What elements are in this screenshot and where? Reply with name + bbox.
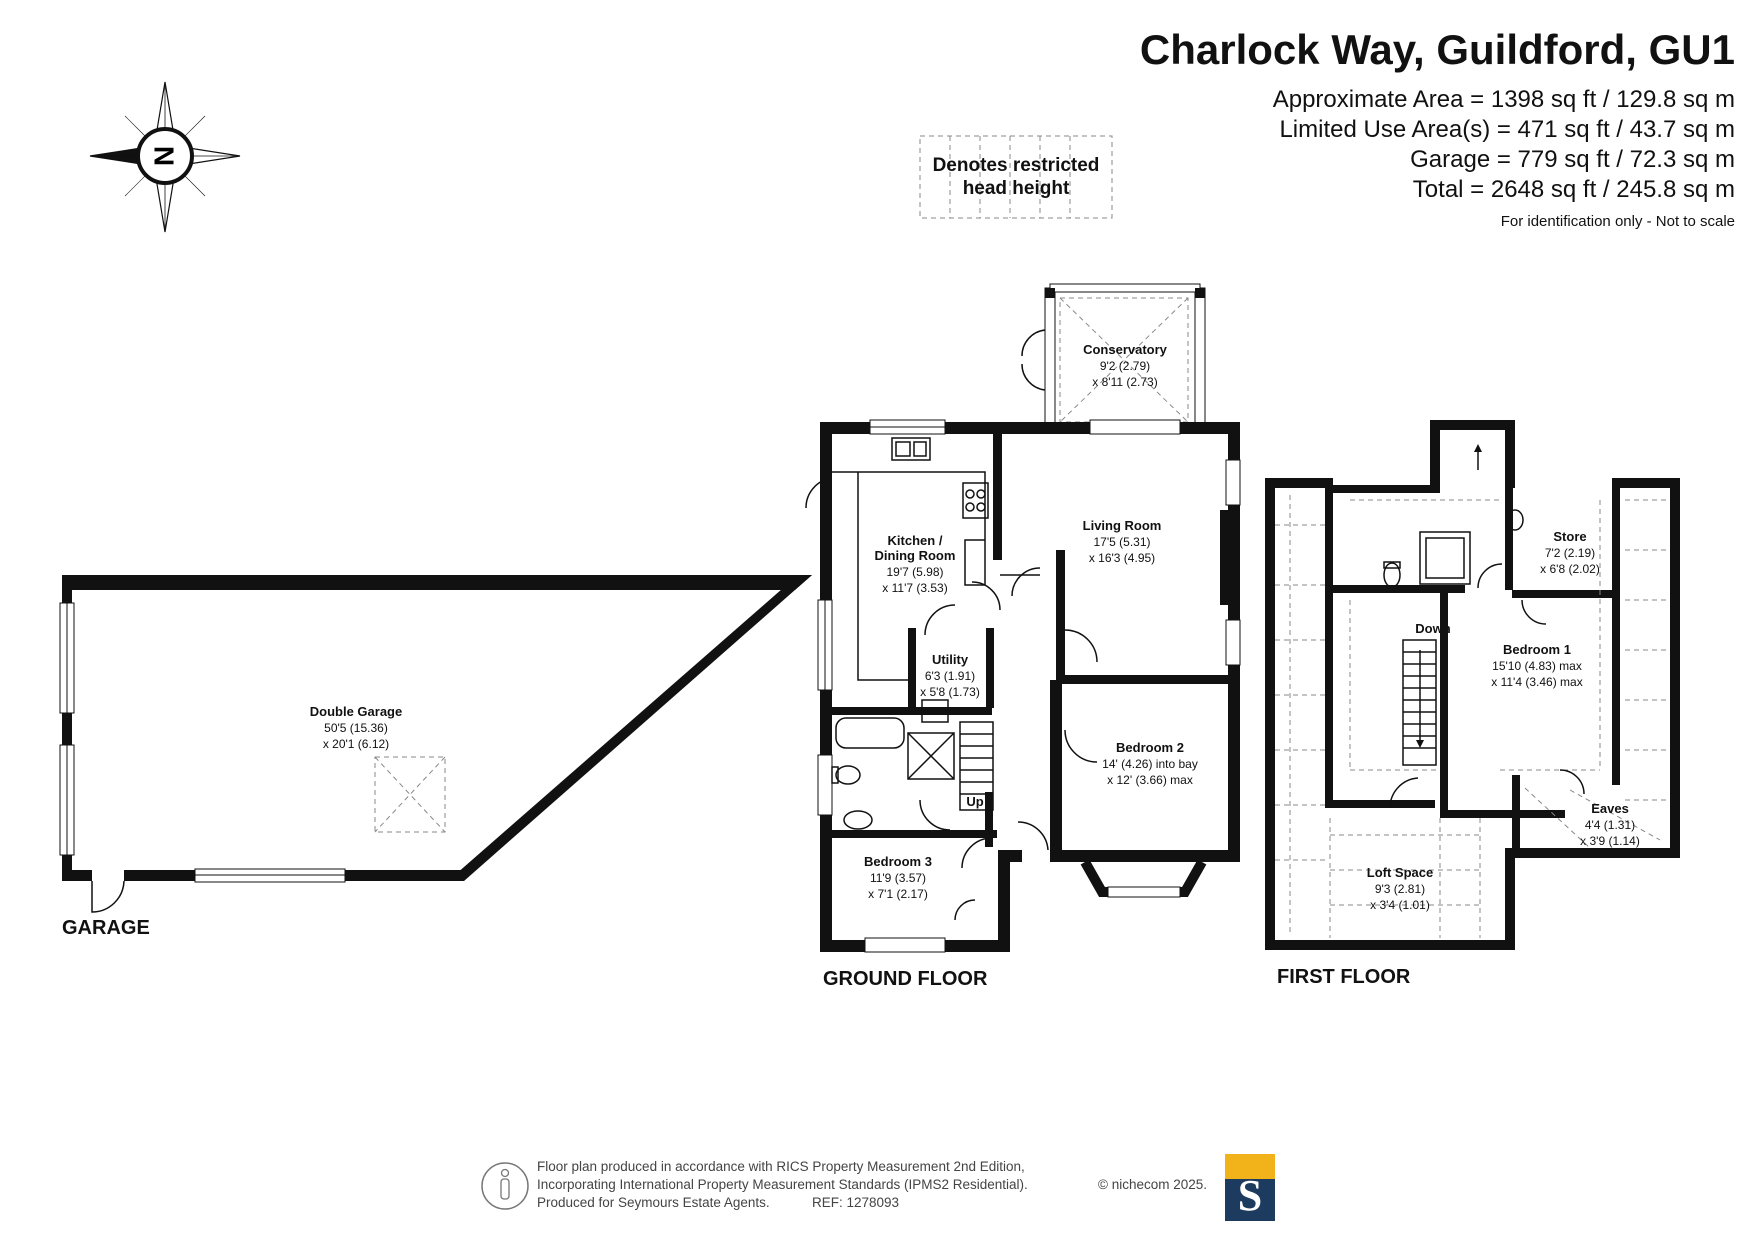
compass-north-letter: N [148,146,179,166]
ground-floor-plan: Conservatory 9'2 (2.79) x 8'11 (2.73) [805,283,1241,990]
restricted-height-legend: Denotes restricted head height [919,135,1113,219]
room-bedroom1-title: Bedroom 1 [1503,642,1571,657]
footer-line-1: Floor plan produced in accordance with R… [537,1159,1025,1174]
stairs-down-label: Down [1415,621,1450,636]
ipms-person-icon [481,1162,529,1210]
seymours-logo-letter: S [1238,1171,1262,1220]
footer-line-3b: REF: 1278093 [812,1195,899,1210]
floor-label-first: FIRST FLOOR [1277,966,1411,988]
room-bedroom3-dim2: x 7'1 (2.17) [868,887,928,901]
disclaimer: For identification only - Not to scale [1501,213,1735,230]
room-bedroom2-dim1: 14' (4.26) into bay [1102,757,1198,771]
room-living-title: Living Room [1083,518,1162,533]
footer-line-2: Incorporating International Property Mea… [537,1177,1028,1192]
floor-label-garage: GARAGE [62,917,150,939]
room-conservatory-dim2: x 8'11 (2.73) [1092,375,1157,389]
room-kitchen-dim1: 19'7 (5.98) [887,565,944,579]
room-bedroom3-dim1: 11'9 (3.57) [870,871,926,885]
seymours-logo: S [1225,1154,1275,1221]
legend-line-1: Denotes restricted [933,155,1100,176]
room-double-garage-dim2: x 20'1 (6.12) [323,737,389,751]
room-loft-title: Loft Space [1367,865,1433,880]
room-double-garage-dim1: 50'5 (15.36) [324,721,388,735]
room-bedroom1-dim2: x 11'4 (3.46) max [1491,675,1582,689]
room-eaves-dim2: x 3'9 (1.14) [1580,834,1640,848]
footer-copyright: © nichecom 2025. [1098,1177,1207,1192]
room-kitchen-title-2: Dining Room [875,548,956,563]
room-living-dim1: 17'5 (5.31) [1094,535,1151,549]
room-conservatory-title: Conservatory [1083,342,1168,357]
garage-area: Garage = 779 sq ft / 72.3 sq m [1410,146,1735,173]
room-utility-dim1: 6'3 (1.91) [925,669,975,683]
legend-line-2: head height [963,178,1070,199]
room-bedroom2-dim2: x 12' (3.66) max [1107,773,1193,787]
room-bedroom2-title: Bedroom 2 [1116,740,1184,755]
stairs-up-label: Up [966,794,983,809]
approx-area: Approximate Area = 1398 sq ft / 129.8 sq… [1273,86,1735,113]
room-kitchen-dim2: x 11'7 (3.53) [882,581,947,595]
first-floor-plan: Down Store 7'2 (2.19) x 6'8 (2.02) Bedro… [1265,420,1680,988]
room-kitchen-title-1: Kitchen / [888,533,943,548]
page-title: Charlock Way, Guildford, GU1 [1140,26,1735,73]
room-bedroom3-title: Bedroom 3 [864,854,932,869]
room-eaves-dim1: 4'4 (1.31) [1585,818,1635,832]
limited-use-area: Limited Use Area(s) = 471 sq ft / 43.7 s… [1279,116,1735,143]
room-eaves-title: Eaves [1591,801,1629,816]
garage-plan: Double Garage 50'5 (15.36) x 20'1 (6.12)… [59,575,812,939]
room-loft-dim2: x 3'4 (1.01) [1370,898,1430,912]
room-store-title: Store [1553,529,1586,544]
total-area: Total = 2648 sq ft / 245.8 sq m [1413,176,1735,203]
room-utility-dim2: x 5'8 (1.73) [920,685,980,699]
floor-label-ground: GROUND FLOOR [823,968,988,990]
room-utility-title: Utility [932,652,969,667]
footer-line-3a: Produced for Seymours Estate Agents. [537,1195,770,1210]
footer: Floor plan produced in accordance with R… [481,1154,1275,1221]
room-loft-dim1: 9'3 (2.81) [1375,882,1425,896]
room-conservatory-dim1: 9'2 (2.79) [1100,359,1150,373]
room-store-dim1: 7'2 (2.19) [1545,546,1595,560]
compass-icon: N [89,81,241,233]
room-store-dim2: x 6'8 (2.02) [1540,562,1600,576]
room-double-garage-title: Double Garage [310,704,402,719]
room-living-dim2: x 16'3 (4.95) [1089,551,1155,565]
room-bedroom1-dim1: 15'10 (4.83) max [1492,659,1582,673]
